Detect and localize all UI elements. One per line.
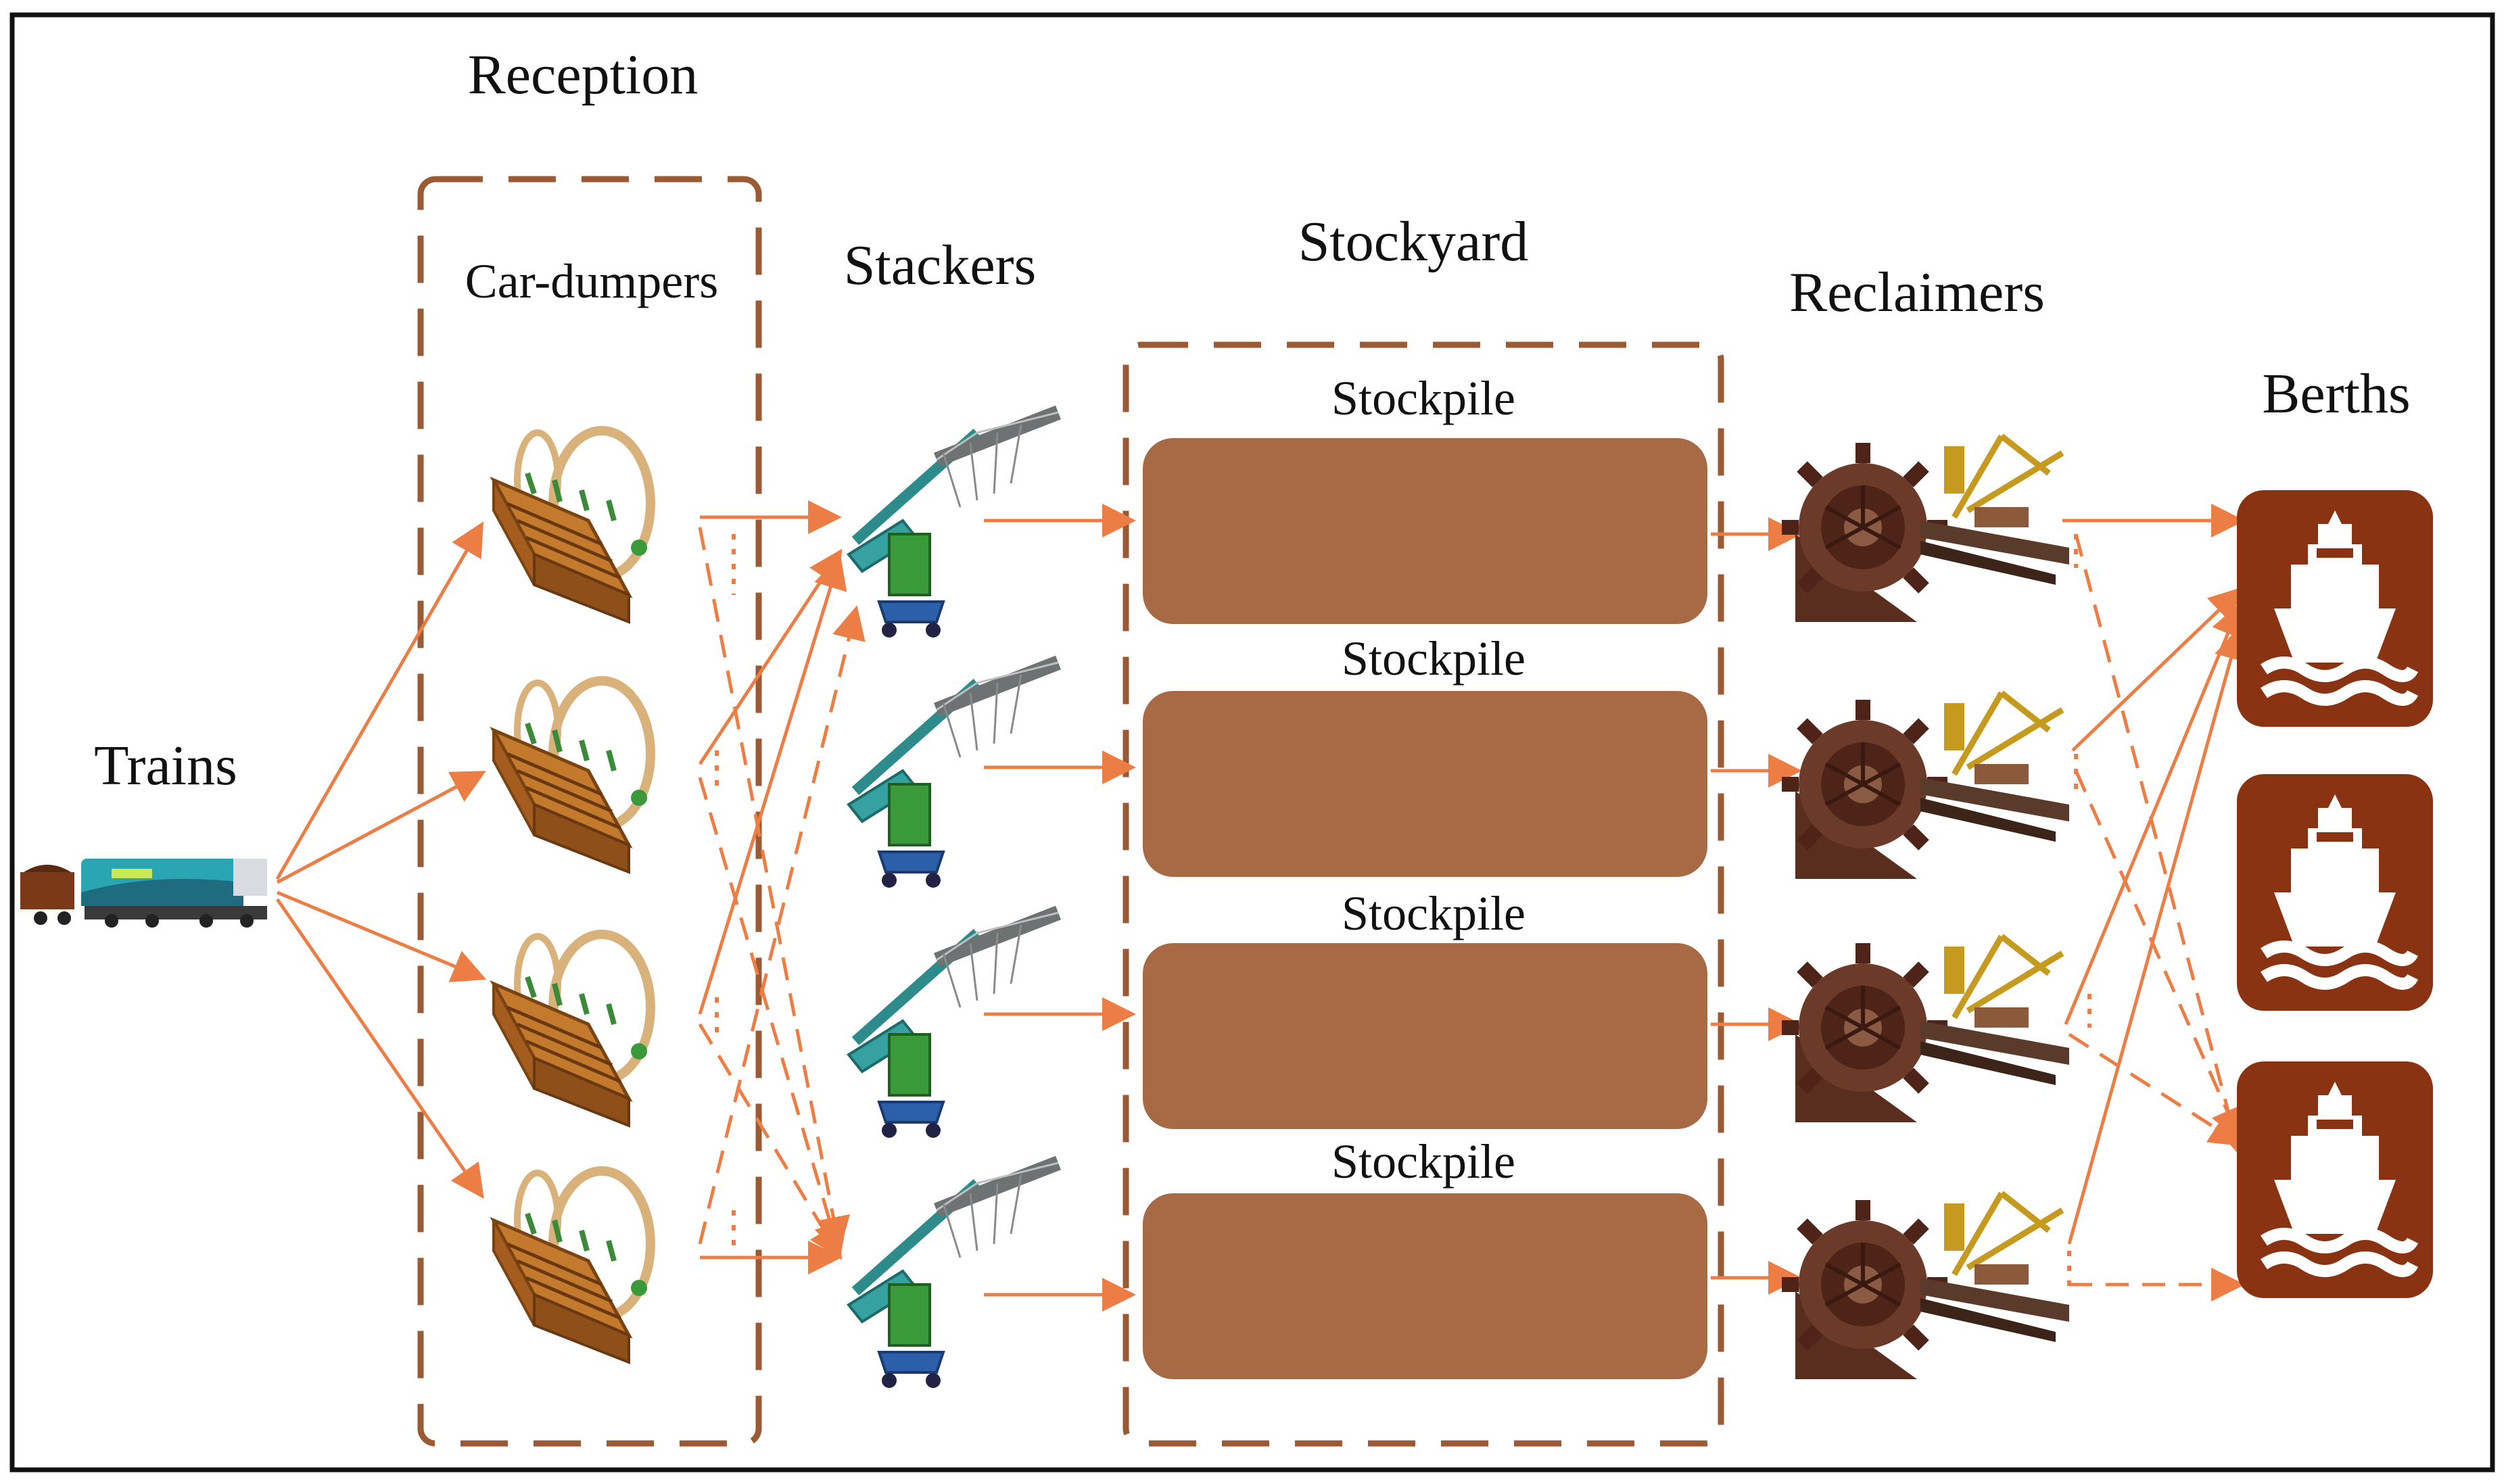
car-dumpers-heading: Car-dumpers bbox=[465, 254, 718, 308]
arrow-reclaimer2-berth1 bbox=[2071, 587, 2244, 752]
stockpile-block bbox=[1143, 943, 1707, 1129]
stockpile-block bbox=[1143, 438, 1707, 624]
stockpile-label: Stockpile bbox=[1331, 1134, 1515, 1189]
arrow-dumper3-stacker1 bbox=[698, 554, 847, 1015]
reception-heading: Reception bbox=[468, 43, 699, 106]
arrow-dumper2-stacker4 bbox=[698, 777, 847, 1258]
arrow-train-dumper-1 bbox=[275, 521, 483, 880]
arrow-train-dumper-2 bbox=[276, 771, 486, 884]
arrow-train-dumper-3 bbox=[277, 890, 487, 982]
stockpile-block bbox=[1143, 691, 1707, 877]
ship-icon bbox=[2237, 774, 2433, 1011]
stockpile-label: Stockpile bbox=[1342, 886, 1526, 940]
stockpile: Stockpile bbox=[1143, 886, 1707, 1129]
arrow-dumper3-stacker4 bbox=[698, 1023, 843, 1260]
flow-arrows bbox=[275, 500, 2248, 1312]
train-icon bbox=[20, 859, 267, 928]
arrow-reclaimer1-berth3 bbox=[2074, 533, 2248, 1156]
ship-icon bbox=[2237, 1061, 2433, 1298]
stockpile: Stockpile bbox=[1143, 631, 1707, 877]
stockpile-label: Stockpile bbox=[1331, 371, 1515, 425]
arrow-dumper1-stacker4 bbox=[698, 527, 850, 1251]
stockyard-heading: Stockyard bbox=[1298, 210, 1529, 273]
arrow-reclaimer4-berth1 bbox=[2067, 625, 2248, 1245]
arrow-train-dumper-4 bbox=[275, 898, 484, 1199]
stockpile: Stockpile bbox=[1143, 371, 1707, 624]
stockyard-group-box bbox=[1122, 341, 1724, 1447]
trains-heading: Trains bbox=[94, 734, 237, 797]
arrow-reclaimer3-berth3 bbox=[2068, 1032, 2244, 1147]
stockpile-label: Stockpile bbox=[1342, 631, 1526, 686]
stockpile: Stockpile bbox=[1143, 1134, 1707, 1379]
arrow-reclaimer2-berth3 bbox=[2074, 769, 2243, 1143]
reclaimers-heading: Reclaimers bbox=[1789, 261, 2045, 324]
reception-group-box bbox=[417, 176, 762, 1447]
stockpile-block bbox=[1143, 1193, 1707, 1379]
berths-heading: Berths bbox=[2262, 362, 2410, 425]
ship-icon bbox=[2237, 490, 2433, 727]
stackers-heading: Stackers bbox=[844, 234, 1037, 297]
